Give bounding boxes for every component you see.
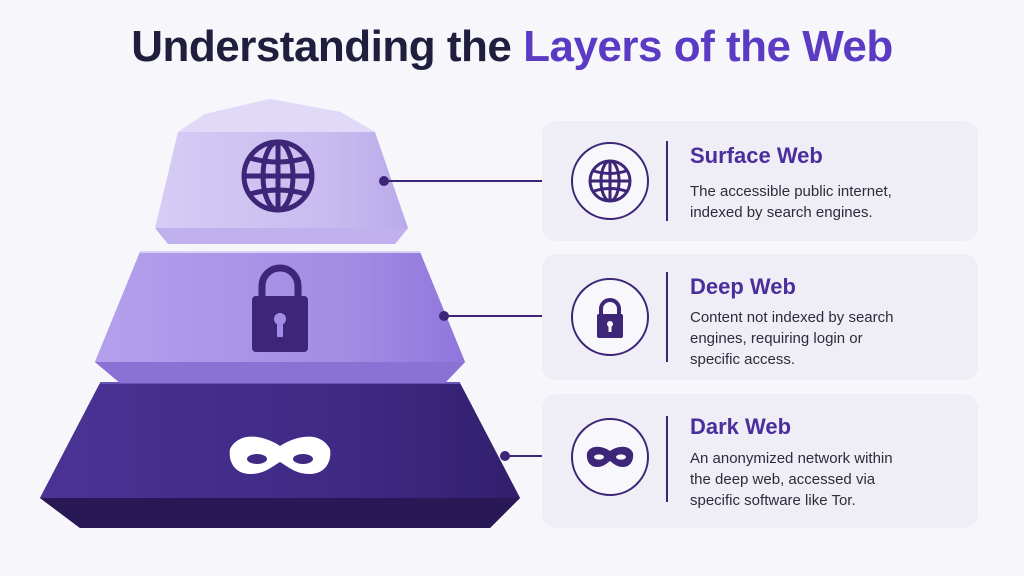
mask-icon — [586, 446, 634, 467]
page-title: Understanding the Layers of the Web — [0, 22, 1024, 72]
card-title: Deep Web — [690, 274, 796, 299]
desc-line: An anonymized network within — [690, 450, 893, 467]
globe-icon — [241, 139, 315, 213]
card-icon-circle — [571, 418, 649, 496]
card-description: The accessible public internet, indexed b… — [690, 181, 950, 223]
card-title: Surface Web — [690, 143, 823, 168]
layer-surface-web — [155, 99, 408, 244]
title-part-dark: Understanding the — [131, 22, 524, 71]
connector-surface — [379, 176, 550, 186]
card-icon-circle — [571, 142, 649, 220]
card-divider — [666, 141, 668, 221]
title-part-accent: Layers of the Web — [523, 22, 893, 71]
lock-icon — [252, 264, 308, 352]
globe-icon — [588, 159, 632, 203]
connector-deep — [439, 311, 550, 321]
desc-line: The accessible public internet, — [690, 183, 892, 200]
mask-icon — [229, 436, 331, 474]
card-surface-web: Surface Web The accessible public intern… — [542, 121, 978, 241]
card-icon-circle — [571, 278, 649, 356]
card-description: An anonymized network within the deep web… — [690, 448, 950, 511]
card-deep-web: Deep Web Content not indexed by search en… — [542, 254, 978, 380]
card-description: Content not indexed by search engines, re… — [690, 307, 950, 370]
card-title: Dark Web — [690, 414, 792, 439]
lock-icon — [597, 298, 623, 338]
desc-line: engines, requiring login or — [690, 330, 863, 347]
desc-line: specific access. — [690, 351, 796, 368]
desc-line: the deep web, accessed via — [690, 471, 876, 488]
desc-line: Content not indexed by search — [690, 309, 894, 326]
card-divider — [666, 416, 668, 502]
desc-line: indexed by search engines. — [690, 204, 873, 221]
desc-line: specific software like Tor. — [690, 492, 856, 509]
card-divider — [666, 272, 668, 362]
card-dark-web: Dark Web An anonymized network within the… — [542, 394, 978, 528]
